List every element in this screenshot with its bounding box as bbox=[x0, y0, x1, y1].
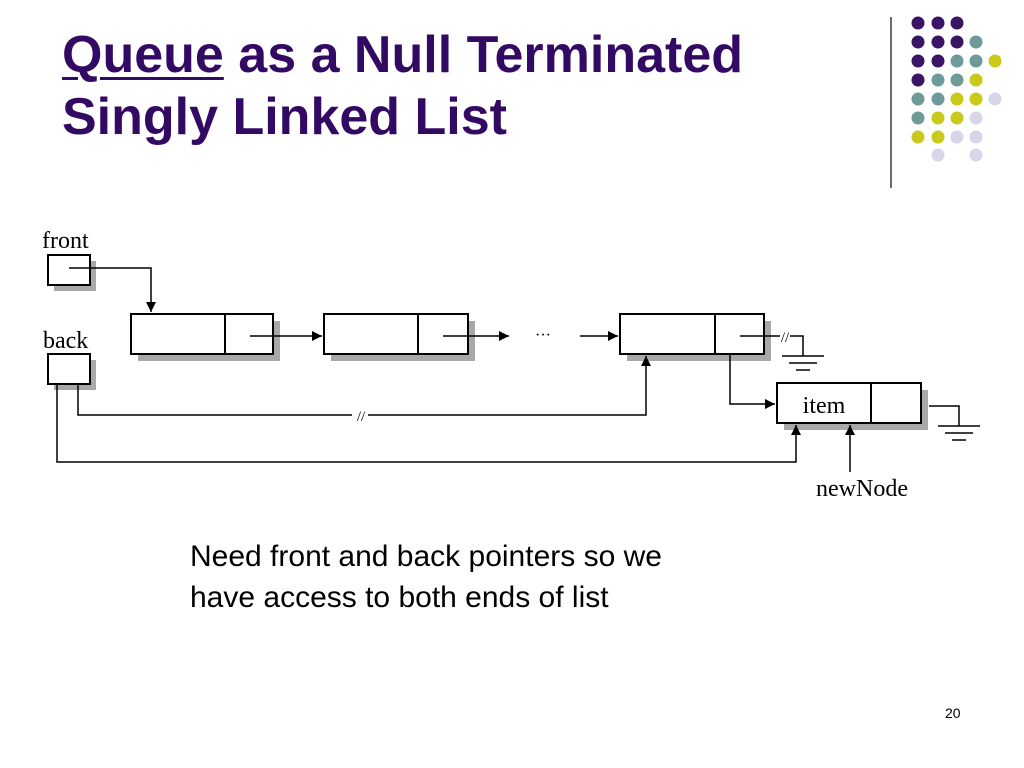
dot bbox=[950, 35, 964, 49]
dot bbox=[969, 35, 983, 49]
new-node-ground-wire bbox=[929, 405, 960, 426]
ground-symbol-last bbox=[782, 355, 824, 371]
break-mark-back: // bbox=[357, 409, 366, 425]
dot bbox=[931, 35, 945, 49]
dot bbox=[911, 130, 925, 144]
back-label: back bbox=[43, 328, 88, 354]
front-label: front bbox=[42, 228, 89, 254]
dot-row-2 bbox=[911, 35, 983, 49]
dot-row-8 bbox=[931, 148, 983, 162]
dot bbox=[911, 54, 925, 68]
dot bbox=[950, 73, 964, 87]
list-node-first bbox=[130, 313, 280, 361]
dot-row-7 bbox=[911, 130, 983, 144]
dot bbox=[950, 111, 964, 125]
new-node-label: newNode bbox=[816, 476, 908, 502]
dot-row-6 bbox=[911, 111, 983, 125]
decorative-dot-grid bbox=[911, 16, 1002, 162]
list-node-second bbox=[323, 313, 475, 361]
dot bbox=[969, 54, 983, 68]
title-link-queue[interactable]: Queue bbox=[62, 26, 224, 84]
front-pointer-box bbox=[47, 254, 96, 291]
dot-row-1 bbox=[911, 16, 964, 30]
page-number: 20 bbox=[945, 705, 961, 721]
title-text-line-1: as a Null Terminated bbox=[238, 26, 744, 84]
ground-symbol-new bbox=[938, 425, 980, 441]
dot bbox=[950, 54, 964, 68]
last-to-new-arrow bbox=[729, 355, 775, 409]
note-line-1: Need front and back pointers so we bbox=[190, 540, 662, 573]
dot bbox=[911, 92, 925, 106]
dot bbox=[931, 111, 945, 125]
dot bbox=[931, 148, 945, 162]
dot bbox=[931, 92, 945, 106]
dot-row-4 bbox=[911, 73, 983, 87]
dot bbox=[911, 73, 925, 87]
dot bbox=[911, 35, 925, 49]
dot bbox=[931, 73, 945, 87]
dot bbox=[969, 92, 983, 106]
dot bbox=[988, 54, 1002, 68]
title-text-line-2: Singly Linked List bbox=[62, 88, 507, 146]
back-pointer-box bbox=[47, 353, 96, 390]
back-to-new-arrow bbox=[56, 384, 801, 463]
dot-row-3 bbox=[911, 54, 1002, 68]
slide-title: Queue as a Null Terminated Singly Linked… bbox=[62, 24, 743, 148]
dot bbox=[969, 73, 983, 87]
dot bbox=[988, 92, 1002, 106]
break-mark-last: // bbox=[781, 330, 790, 346]
back-to-last-arrow bbox=[368, 356, 651, 416]
dot bbox=[950, 16, 964, 30]
new-node-box bbox=[776, 382, 928, 430]
back-to-last-link-left bbox=[77, 384, 352, 416]
dot bbox=[931, 130, 945, 144]
dot bbox=[969, 111, 983, 125]
last-node-ground-wire bbox=[790, 335, 804, 356]
dot bbox=[969, 130, 983, 144]
ellipsis-label: ··· bbox=[535, 327, 551, 344]
dot bbox=[950, 92, 964, 106]
explanation-note: Need front and back pointers so we have … bbox=[190, 536, 790, 618]
dot bbox=[931, 16, 945, 30]
dot bbox=[931, 54, 945, 68]
list-node-last bbox=[619, 313, 771, 361]
decorative-divider bbox=[890, 17, 892, 188]
linked-list-diagram: front back ··· item newNode bbox=[42, 228, 980, 502]
dot bbox=[911, 111, 925, 125]
front-to-first-arrow bbox=[69, 267, 156, 312]
note-line-2: have access to both ends of list bbox=[190, 581, 609, 614]
dot-row-5 bbox=[911, 92, 1002, 106]
dot bbox=[911, 16, 925, 30]
dot bbox=[969, 148, 983, 162]
dot bbox=[950, 130, 964, 144]
new-item-label: item bbox=[803, 393, 846, 419]
